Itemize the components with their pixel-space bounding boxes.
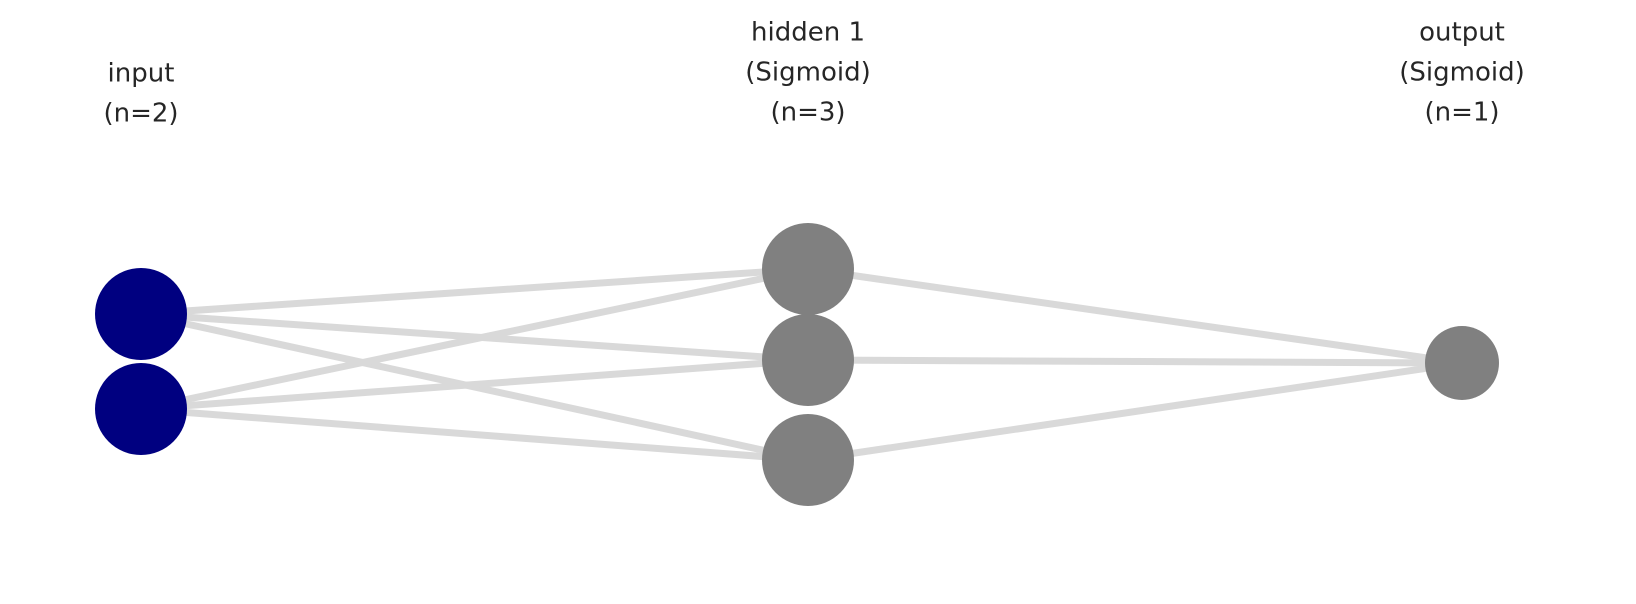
connection-edge bbox=[140, 356, 809, 413]
connection-edge bbox=[807, 356, 1463, 367]
neuron-node-hidden-1 bbox=[762, 314, 854, 406]
connection-edge bbox=[140, 265, 809, 318]
layer-label-input-line-2: (n=2) bbox=[103, 99, 178, 129]
layer-label-output-line-3: (n=1) bbox=[1424, 98, 1499, 128]
connection-edge bbox=[140, 265, 809, 413]
neuron-node-hidden-1 bbox=[762, 223, 854, 315]
layer-label-output-line-2: (Sigmoid) bbox=[1399, 58, 1524, 88]
connection-edge bbox=[807, 359, 1463, 464]
layer-label-output-line-1: output bbox=[1419, 18, 1505, 48]
connection-edges-group bbox=[140, 265, 1463, 464]
connection-edge bbox=[807, 265, 1463, 367]
connection-edge bbox=[140, 405, 809, 464]
layer-label-hidden-1-line-2: (Sigmoid) bbox=[745, 58, 870, 88]
layer-label-input-line-1: input bbox=[108, 59, 175, 89]
neuron-nodes-group bbox=[95, 223, 1499, 506]
neuron-node-hidden-1 bbox=[762, 414, 854, 506]
neuron-node-output bbox=[1425, 326, 1499, 400]
layer-labels-group: input (n=2) hidden 1 (Sigmoid) (n=3) output (S… bbox=[103, 18, 1524, 129]
layer-label-hidden-1-line-3: (n=3) bbox=[770, 98, 845, 128]
neuron-node-input bbox=[95, 363, 187, 455]
layer-label-hidden-1-line-1: hidden 1 bbox=[751, 18, 865, 48]
neuron-node-input bbox=[95, 268, 187, 360]
